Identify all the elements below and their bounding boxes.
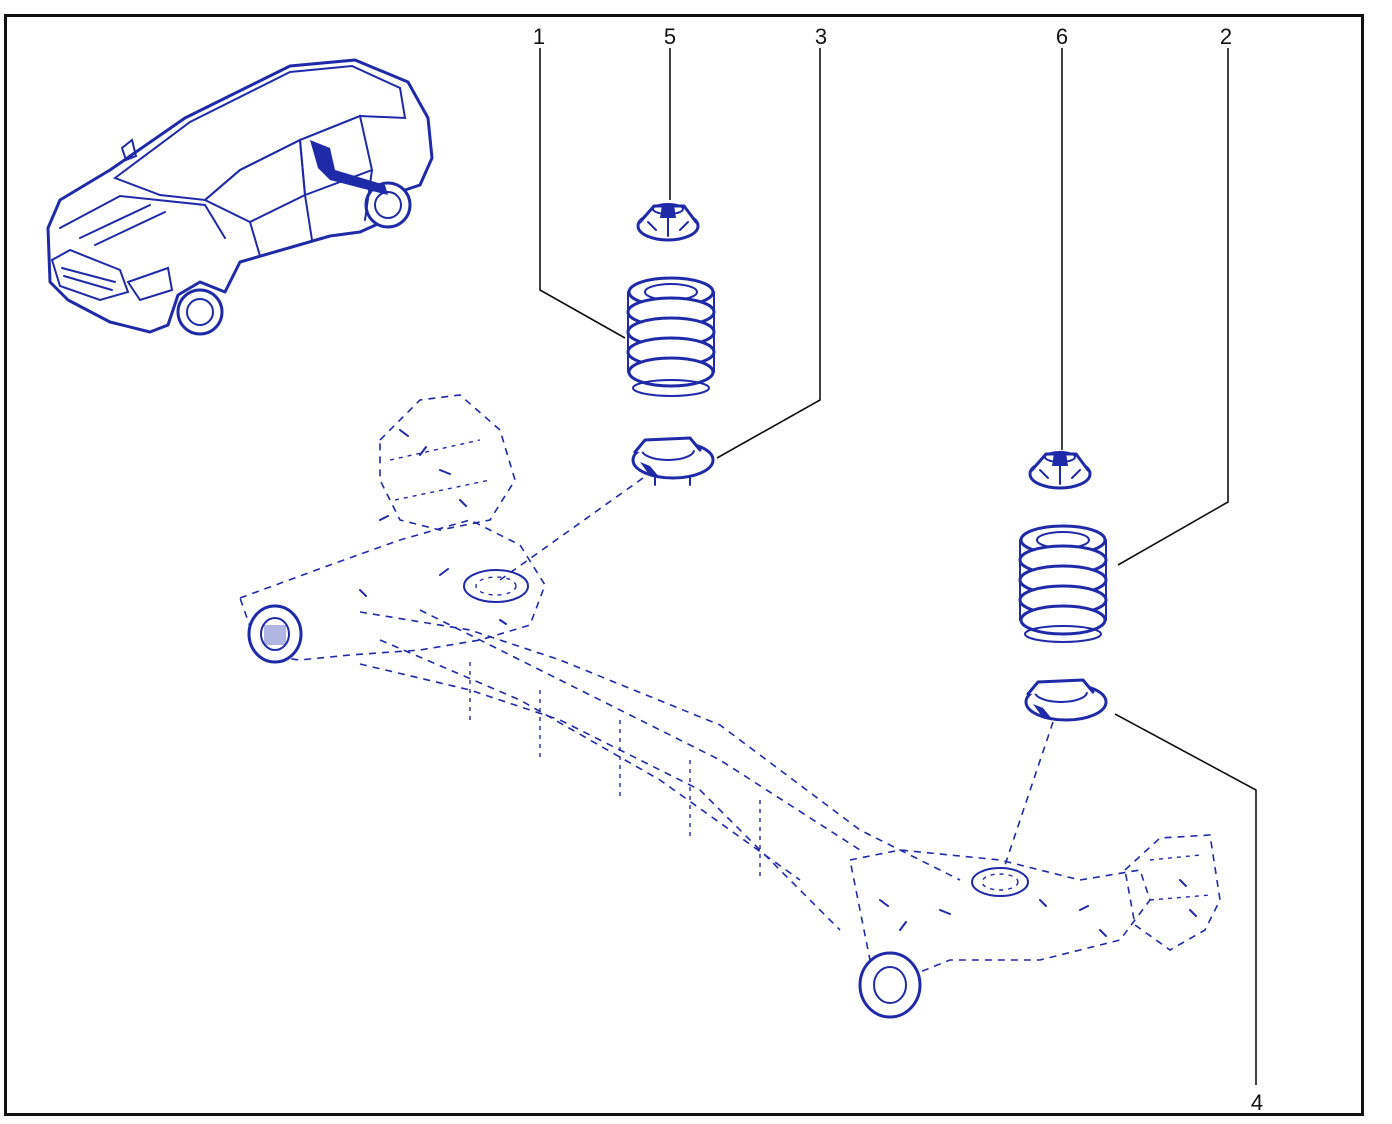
- lower-spring-seat-left: [631, 436, 715, 486]
- callout-4: 4: [1251, 1090, 1263, 1115]
- vehicle-illustration: [46, 58, 434, 336]
- coil-spring-left: [626, 276, 716, 397]
- rear-axle-assembly: [238, 394, 1221, 1019]
- callout-2: 2: [1220, 24, 1232, 49]
- leader-4: [1114, 713, 1257, 1085]
- lower-spring-seat-right: [1024, 678, 1108, 722]
- upper-spring-seat-left: [636, 203, 700, 242]
- leader-3: [716, 48, 821, 459]
- projection-line-left: [499, 477, 644, 581]
- coil-spring-right: [1018, 524, 1108, 643]
- callout-5: 5: [664, 24, 676, 49]
- leader-lines: [539, 48, 1257, 1085]
- leader-2: [1117, 48, 1229, 566]
- callout-3: 3: [815, 24, 827, 49]
- callout-1: 1: [533, 24, 545, 49]
- upper-spring-seat-right: [1028, 451, 1092, 490]
- leader-1: [539, 48, 626, 339]
- callout-6: 6: [1056, 24, 1068, 49]
- projection-line-right: [1004, 721, 1054, 866]
